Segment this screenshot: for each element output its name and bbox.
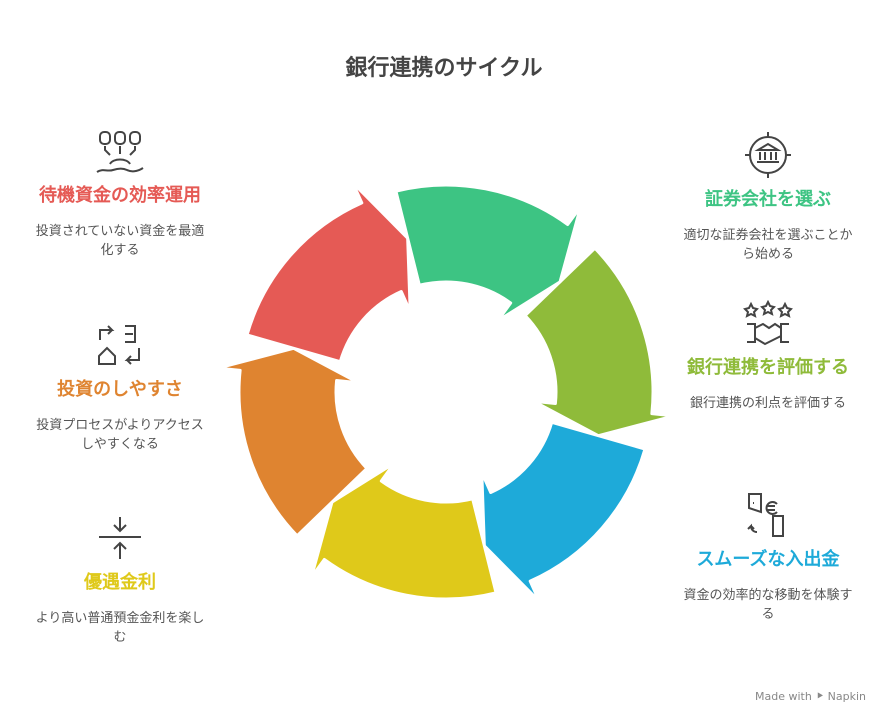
cycle-arrow-idle-funds: [245, 181, 412, 364]
item-title: 証券会社を選ぶ: [705, 189, 831, 210]
page-title: 銀行連携のサイクル: [345, 56, 543, 81]
item-desc: 銀行連携の利点を評価する: [689, 396, 846, 411]
coins-flow-icon: [96, 131, 144, 173]
cycle-arrow-smooth-transfers: [480, 420, 647, 603]
item-desc: 投資プロセスがよりアクセスしやすくなる: [36, 418, 204, 452]
item-idle-funds: 待機資金の効率運用 投資されていない資金を最適化する: [35, 130, 205, 260]
item-desc: 投資されていない資金を最適化する: [35, 224, 205, 258]
item-title: スムーズな入出金: [696, 549, 840, 570]
item-title: 銀行連携を評価する: [687, 357, 849, 378]
home-transfer-icon: [98, 325, 140, 365]
cycle-arrow-preferential-rate: [309, 461, 498, 601]
napkin-watermark: Made with ⯈ Napkin: [755, 690, 866, 703]
item-title: 待機資金の効率運用: [39, 185, 201, 206]
item-smooth-transfers: スムーズな入出金 資金の効率的な移動を体験する: [683, 490, 853, 624]
euro-transfer-icon: [747, 493, 784, 537]
item-title: 投資のしやすさ: [57, 379, 183, 400]
item-ease-of-investing: 投資のしやすさ 投資プロセスがよりアクセスしやすくなる: [35, 322, 205, 454]
item-evaluate-linkage: 銀行連携を評価する 銀行連携の利点を評価する: [683, 300, 853, 413]
item-title: 優遇金利: [84, 572, 156, 593]
item-choose-broker: 証券会社を選ぶ 適切な証券会社を選ぶことから始める: [683, 130, 853, 264]
item-desc: 資金の効率的な移動を体験する: [683, 588, 853, 622]
stars-handshake-icon: [743, 300, 793, 346]
item-desc: より高い普通預金金利を楽しむ: [35, 611, 205, 645]
item-desc: 適切な証券会社を選ぶことから始める: [683, 228, 853, 262]
item-preferential-rate: 優遇金利 より高い普通預金金利を楽しむ: [35, 515, 205, 647]
bank-target-icon: [745, 132, 791, 178]
compress-arrows-icon: [99, 517, 141, 559]
cycle-arrow-evaluate-linkage: [523, 246, 676, 438]
cycle-arrow-ease-of-investing: [216, 346, 369, 538]
cycle-arrow-choose-broker: [394, 183, 583, 323]
